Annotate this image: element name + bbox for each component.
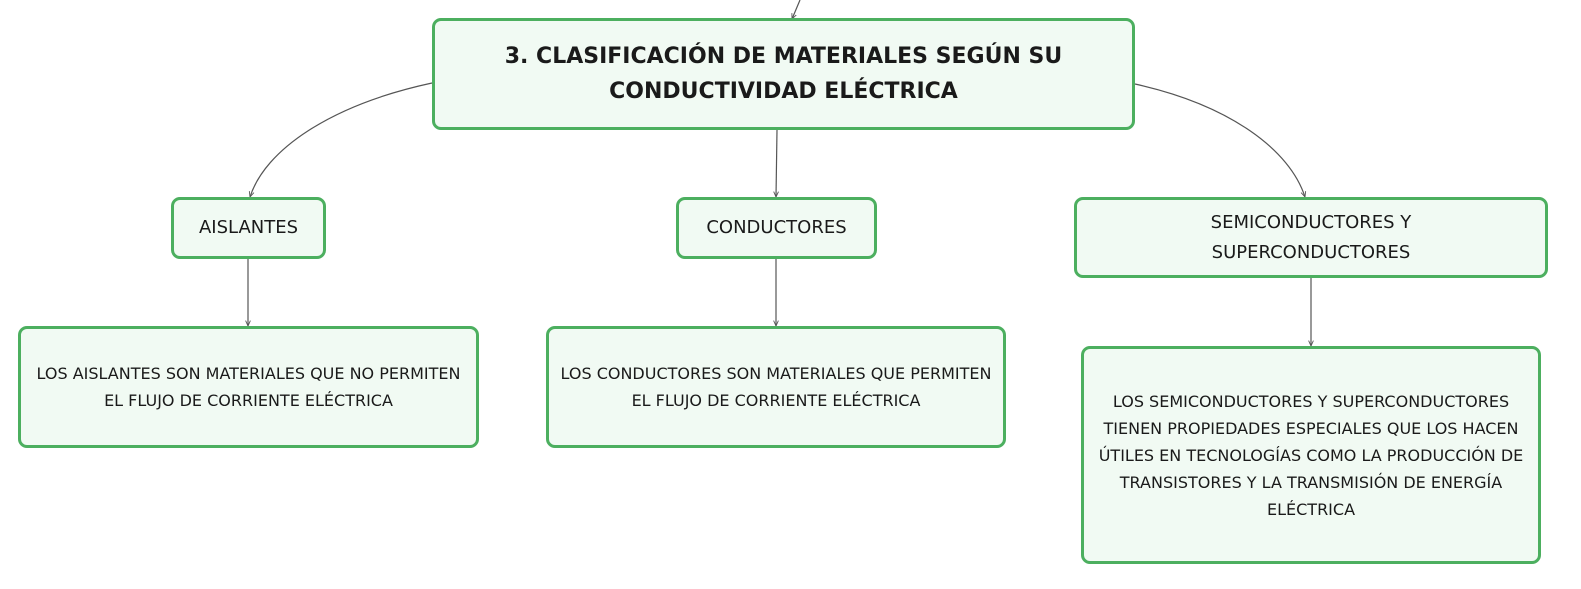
topic-label-aislantes: AISLANTES <box>198 217 299 238</box>
root-topic-node[interactable]: 3. CLASIFICACIÓN DE MATERIALES SEGÚN SU … <box>432 18 1135 130</box>
description-text-semiconductores: LOS SEMICONDUCTORES Y SUPERCONDUCTORES T… <box>1098 391 1524 519</box>
description-text-conductores: LOS CONDUCTORES SON MATERIALES QUE PERMI… <box>560 364 992 410</box>
root-topic-title: 3. CLASIFICACIÓN DE MATERIALES SEGÚN SU … <box>504 44 1063 104</box>
connector-parent-to-root <box>792 0 801 19</box>
topic-node-conductores[interactable]: CONDUCTORES <box>676 197 877 259</box>
description-text-aislantes: LOS AISLANTES SON MATERIALES QUE NO PERM… <box>36 364 461 410</box>
description-node-semiconductores[interactable]: LOS SEMICONDUCTORES Y SUPERCONDUCTORES T… <box>1081 346 1541 564</box>
description-node-conductores[interactable]: LOS CONDUCTORES SON MATERIALES QUE PERMI… <box>546 326 1006 448</box>
connector-root-to-aislantes <box>250 82 433 197</box>
topic-node-aislantes[interactable]: AISLANTES <box>171 197 326 259</box>
description-node-aislantes[interactable]: LOS AISLANTES SON MATERIALES QUE NO PERM… <box>18 326 479 448</box>
topic-node-semiconductores[interactable]: SEMICONDUCTORES Y SUPERCONDUCTORES <box>1074 197 1548 278</box>
connector-root-to-conductores <box>776 129 777 197</box>
topic-label-conductores: CONDUCTORES <box>706 217 847 238</box>
topic-label-semiconductores: SEMICONDUCTORES Y SUPERCONDUCTORES <box>1210 211 1412 263</box>
connector-root-to-semiconductores <box>1134 83 1305 197</box>
